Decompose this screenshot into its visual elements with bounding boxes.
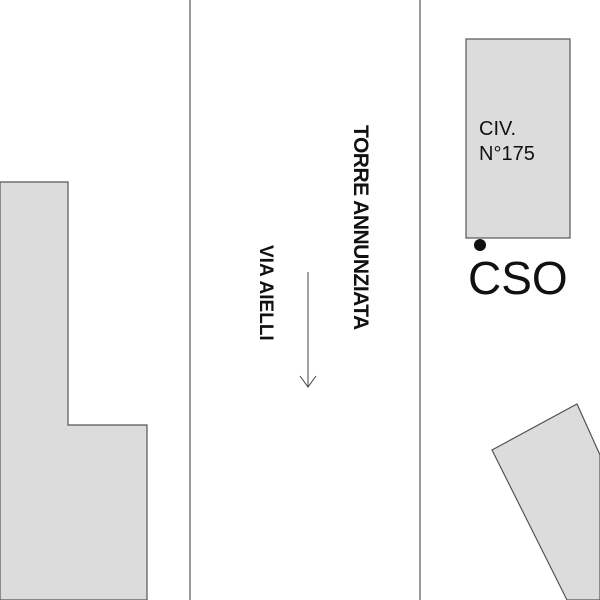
building-left — [0, 181, 148, 600]
building-number-label: CIV. N°175 — [479, 117, 535, 167]
building-label-line1: CIV. — [479, 118, 517, 140]
building-bottom-right — [491, 403, 600, 600]
direction-arrow-icon — [299, 272, 317, 388]
building-civ-175 — [465, 38, 571, 239]
cso-marker-dot — [474, 239, 486, 251]
street-label-via-aielli: VIA AIELLI — [255, 245, 276, 341]
building-label-line2: N°175 — [479, 143, 535, 165]
cso-label: CSO — [468, 252, 568, 304]
street-label-torre-annunziata: TORRE ANNUNZIATA — [349, 125, 372, 330]
